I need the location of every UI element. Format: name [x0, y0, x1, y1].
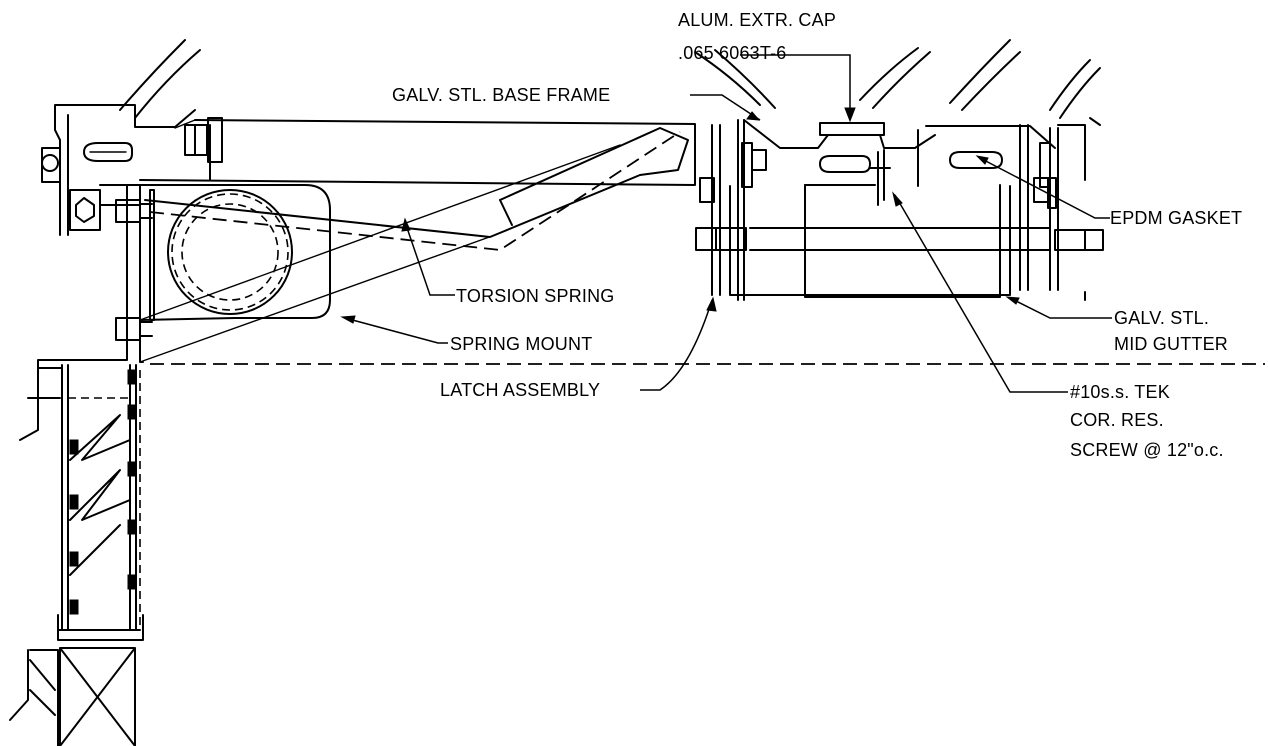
- cap-label-line1: ALUM. EXTR. CAP: [678, 10, 836, 30]
- epdm-gasket-label: EPDM GASKET: [1110, 208, 1242, 228]
- torsion-spring-label: TORSION SPRING: [456, 286, 615, 306]
- screw-label-line3: SCREW @ 12"o.c.: [1070, 440, 1224, 460]
- callout-labels: ALUM. EXTR. CAP .065 6063T-6 GALV. STL. …: [392, 10, 1242, 460]
- spring-mount: [139, 184, 331, 321]
- base-frame-label: GALV. STL. BASE FRAME: [392, 85, 610, 105]
- screw-label-line2: COR. RES.: [1070, 410, 1164, 430]
- leader-lines: [340, 54, 1112, 393]
- glazing-curves: [119, 39, 1101, 119]
- latch-assembly-label: LATCH ASSEMBLY: [440, 380, 600, 400]
- screw-label-line1: #10s.s. TEK: [1070, 382, 1170, 402]
- mid-gutter-label-line2: MID GUTTER: [1114, 334, 1228, 354]
- lower-wall-section: [9, 364, 144, 746]
- base-frame-tube: [83, 119, 696, 186]
- cap-label-line2: .065 6063T-6: [678, 43, 786, 63]
- mid-gutter: [729, 117, 1104, 301]
- spring-mount-label: SPRING MOUNT: [450, 334, 592, 354]
- mid-gutter-label-line1: GALV. STL.: [1114, 308, 1209, 328]
- torsion-spring-arm: [139, 127, 689, 363]
